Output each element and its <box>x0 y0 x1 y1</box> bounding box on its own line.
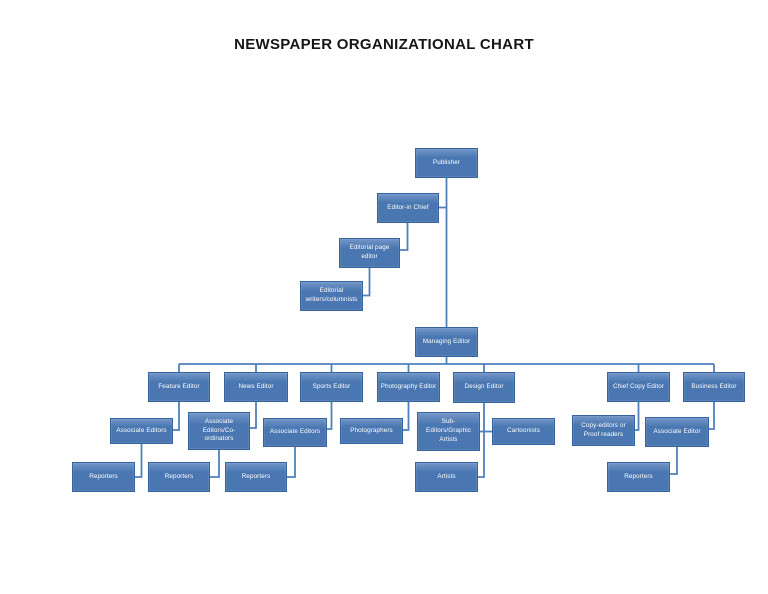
org-node-reporters-2: Reporters <box>148 462 210 492</box>
connector-chiefcopy-copyeditors <box>635 402 640 431</box>
connector-sports-associate2 <box>327 402 333 430</box>
connector-feature-associate1 <box>173 402 180 431</box>
org-node-artists: Artists <box>415 462 478 492</box>
org-node-associate-editors-2: Associate Editors <box>263 418 327 447</box>
org-node-associate-editors-1: Associate Editors <box>110 418 173 444</box>
org-node-reporters-4: Reporters <box>607 462 670 492</box>
org-node-associate-editors-co: Associate Editors/Co- ordinators <box>188 412 250 450</box>
org-node-chief-copy-editor: Chief Copy Editor <box>607 372 670 402</box>
org-node-editor-in-chief: Editor-in Chief <box>377 193 439 223</box>
connector-associateco-reporters2 <box>210 450 220 478</box>
org-node-design-editor: Design Editor <box>453 372 515 403</box>
connector-photography-photographers <box>403 402 410 431</box>
org-node-reporters-1: Reporters <box>72 462 135 492</box>
org-node-cartoonists: Cartoonists <box>492 418 555 445</box>
org-node-copy-editors: Copy-editors or Proof readers <box>572 415 635 446</box>
connector-news-associate-co <box>250 402 257 429</box>
org-node-business-editor: Business Editor <box>683 372 745 402</box>
connector-epe-editorial-writers <box>363 268 371 297</box>
connector-design-artists <box>478 403 485 478</box>
connector-associate1-reporters1 <box>135 444 143 478</box>
org-node-photography-editor: Photography Editor <box>377 372 440 402</box>
org-node-sports-editor: Sports Editor <box>300 372 363 402</box>
connector-business-associate3 <box>709 402 715 430</box>
connector-eic-editorial-page <box>400 223 409 251</box>
connector-associate2-reporters3 <box>287 447 296 478</box>
org-node-managing-editor: Managing Editor <box>415 327 478 357</box>
connector-associate3-reporters4 <box>670 447 678 475</box>
org-node-feature-editor: Feature Editor <box>148 372 210 402</box>
org-node-publisher: Publisher <box>415 148 478 178</box>
org-node-editorial-writers: Editorial writers/columnists <box>300 281 363 311</box>
page-title: NEWSPAPER ORGANIZATIONAL CHART <box>234 36 534 53</box>
org-node-news-editor: News Editor <box>224 372 288 402</box>
org-node-associate-editor-3: Associate Editor <box>645 417 709 447</box>
org-node-reporters-3: Reporters <box>225 462 287 492</box>
org-node-sub-editors: Sub- Editors/Graphic Artists <box>417 412 480 451</box>
org-node-editorial-page-editor: Editorial page editor <box>339 238 400 268</box>
org-node-photographers: Photographers <box>340 418 403 444</box>
